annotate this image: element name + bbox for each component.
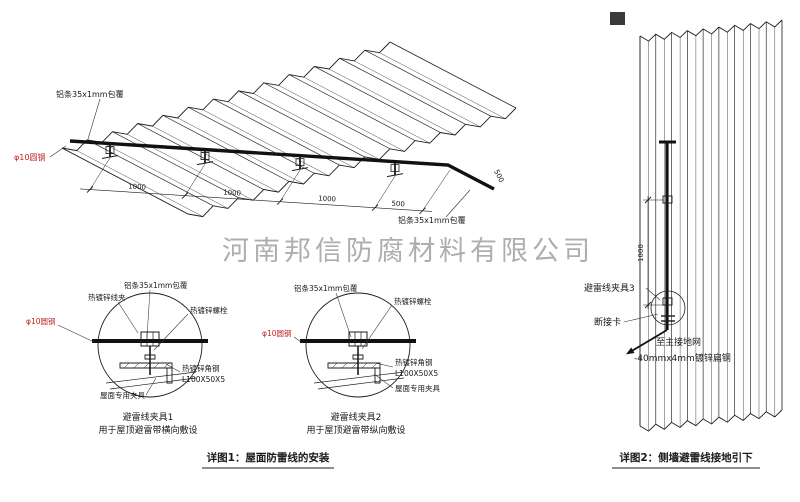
wall-disconnect-label: 断接卡 <box>594 316 621 328</box>
detail2-angle-steel-label-line1: 热镀锌角钢 <box>395 357 433 367</box>
detail2-round-steel-label: φ10圆钢 <box>262 328 292 338</box>
roof-dim-1: 1000 <box>128 182 146 191</box>
detail1-round-steel-label: φ10圆钢 <box>26 316 56 326</box>
roof-dim-2: 1000 <box>223 188 241 197</box>
detail2-circle-outline <box>305 292 411 398</box>
wall-clamp3-label: 避雷线夹具3 <box>584 282 635 294</box>
detail1-bolt-label: 热镀锌螺栓 <box>190 305 228 315</box>
detail1-clamp-drawing <box>92 331 208 390</box>
detail2-bolt-label: 热镀锌螺栓 <box>394 296 432 306</box>
wall-flat-steel-label: -40mmx4mm镀锌扁钢 <box>634 352 731 364</box>
wall-down-conductor-hardware <box>625 140 676 355</box>
detail1-strip-label: 铝条35x1mm包覆 <box>124 280 188 290</box>
wall-leader-lines <box>623 287 661 323</box>
detail2-leader-lines <box>293 292 394 389</box>
roof-strip-label-right: 铝条35x1mm包覆 <box>398 215 466 225</box>
detail2-subtitle: 用于屋顶避雷带纵向敷设 <box>306 424 405 436</box>
wall-corner-marker <box>610 12 625 25</box>
detail1-angle-steel-label-line1: 热镀锌角钢 <box>182 363 220 373</box>
roof-dim-5: 500 <box>492 168 505 184</box>
detail2-angle-steel-label-line2: L100X50X5 <box>395 369 438 378</box>
roof-leader-lines <box>49 98 471 218</box>
wall-dim-1000: 1000 <box>637 244 645 262</box>
company-watermark: 河南邦信防腐材料有限公司 <box>222 236 594 267</box>
detail1-roof-fixture-label: 屋面专用夹具 <box>100 390 145 400</box>
detail2-strip-label: 铝条35x1mm包覆 <box>294 283 358 293</box>
detail1-angle-steel-label-line2: L100X50X5 <box>182 375 225 384</box>
roof-dim-3: 1000 <box>318 194 336 203</box>
detail1-wire-clamp-label: 热镀锌线夹 <box>88 292 126 302</box>
detail2-clamp-drawing <box>300 331 416 390</box>
roof-dim-4: 500 <box>391 200 405 209</box>
detail2-roof-fixture-label: 屋面专用夹具 <box>395 383 440 393</box>
detail1-title: 避雷线夹具1 <box>123 411 174 423</box>
wall-ground-label: 至主接地网 <box>656 336 701 348</box>
roof-strip-label-top: 铝条35x1mm包覆 <box>56 89 124 99</box>
figure2-caption: 详图2：侧墙避雷线接地引下 <box>619 451 753 464</box>
roof-dimension-chain <box>79 157 451 215</box>
wall-detail-circle-outline <box>650 290 686 326</box>
detail1-leader-lines <box>57 289 189 396</box>
roof-round-steel-label: φ10圆钢 <box>14 152 45 162</box>
detail2-title: 避雷线夹具2 <box>331 411 382 423</box>
roof-lightning-wire <box>69 139 495 191</box>
detail1-subtitle: 用于屋顶避雷带横向敷设 <box>98 424 197 436</box>
figure1-caption: 详图1：屋面防雷线的安装 <box>207 451 330 464</box>
wall-corrugated-sheet <box>639 19 783 432</box>
